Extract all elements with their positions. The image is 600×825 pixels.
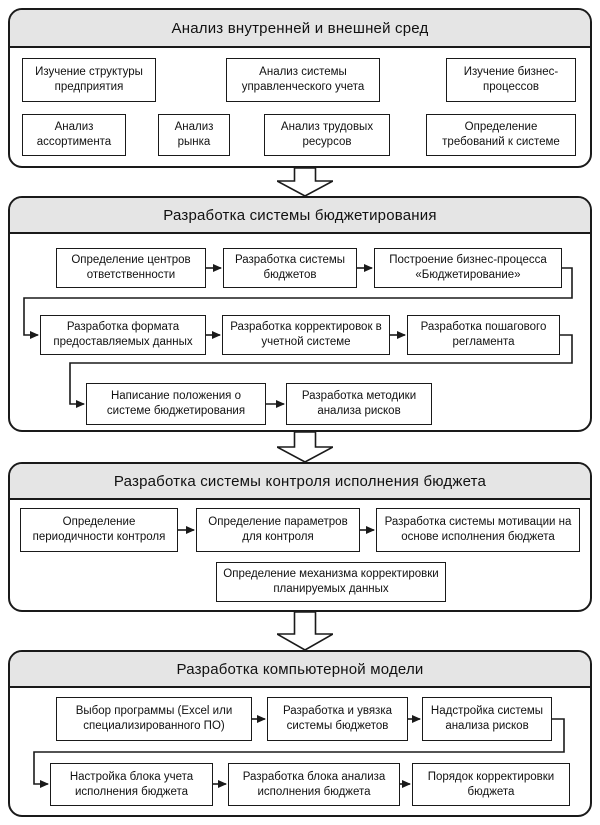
flow-arrow-down-icon (277, 432, 333, 462)
process-box: Разработка и увязка системы бюджетов (267, 697, 408, 741)
section-title: Анализ внутренней и внешней сред (10, 10, 590, 48)
process-box: Определение параметров для контроля (196, 508, 360, 552)
process-box: Анализ трудовых ресурсов (264, 114, 390, 156)
process-box: Изучение структуры предприятия (22, 58, 156, 102)
process-box: Анализ системы управленческого учета (226, 58, 380, 102)
process-box: Порядок корректировки бюджета (412, 763, 570, 806)
process-box: Надстройка системы анализа рисков (422, 697, 552, 741)
flow-arrow-down-icon (277, 168, 333, 196)
process-box: Определение механизма корректировки план… (216, 562, 446, 602)
process-box: Разработка корректировок в учетной систе… (222, 315, 390, 355)
process-box: Построение бизнес-процесса «Бюджетирован… (374, 248, 562, 288)
section-title: Разработка системы контроля исполнения б… (10, 464, 590, 500)
process-box: Анализ ассортимента (22, 114, 126, 156)
process-box: Выбор программы (Excel или специализиров… (56, 697, 252, 741)
process-box: Написание положения о системе бюджетиров… (86, 383, 266, 425)
process-box: Определение центров ответственности (56, 248, 206, 288)
process-box: Анализ рынка (158, 114, 230, 156)
process-box: Определение требований к системе (426, 114, 576, 156)
process-box: Определение периодичности контроля (20, 508, 178, 552)
process-box: Разработка формата предоставляемых данны… (40, 315, 206, 355)
flow-arrow-down-icon (277, 612, 333, 650)
section-title: Разработка компьютерной модели (10, 652, 590, 688)
process-box: Разработка методики анализа рисков (286, 383, 432, 425)
process-box: Настройка блока учета исполнения бюджета (50, 763, 213, 806)
process-box: Разработка системы бюджетов (223, 248, 357, 288)
process-box: Разработка пошагового регламента (407, 315, 560, 355)
process-box: Разработка системы мотивации на основе и… (376, 508, 580, 552)
section-title: Разработка системы бюджетирования (10, 198, 590, 234)
process-box: Разработка блока анализа исполнения бюдж… (228, 763, 400, 806)
process-box: Изучение бизнес-процессов (446, 58, 576, 102)
